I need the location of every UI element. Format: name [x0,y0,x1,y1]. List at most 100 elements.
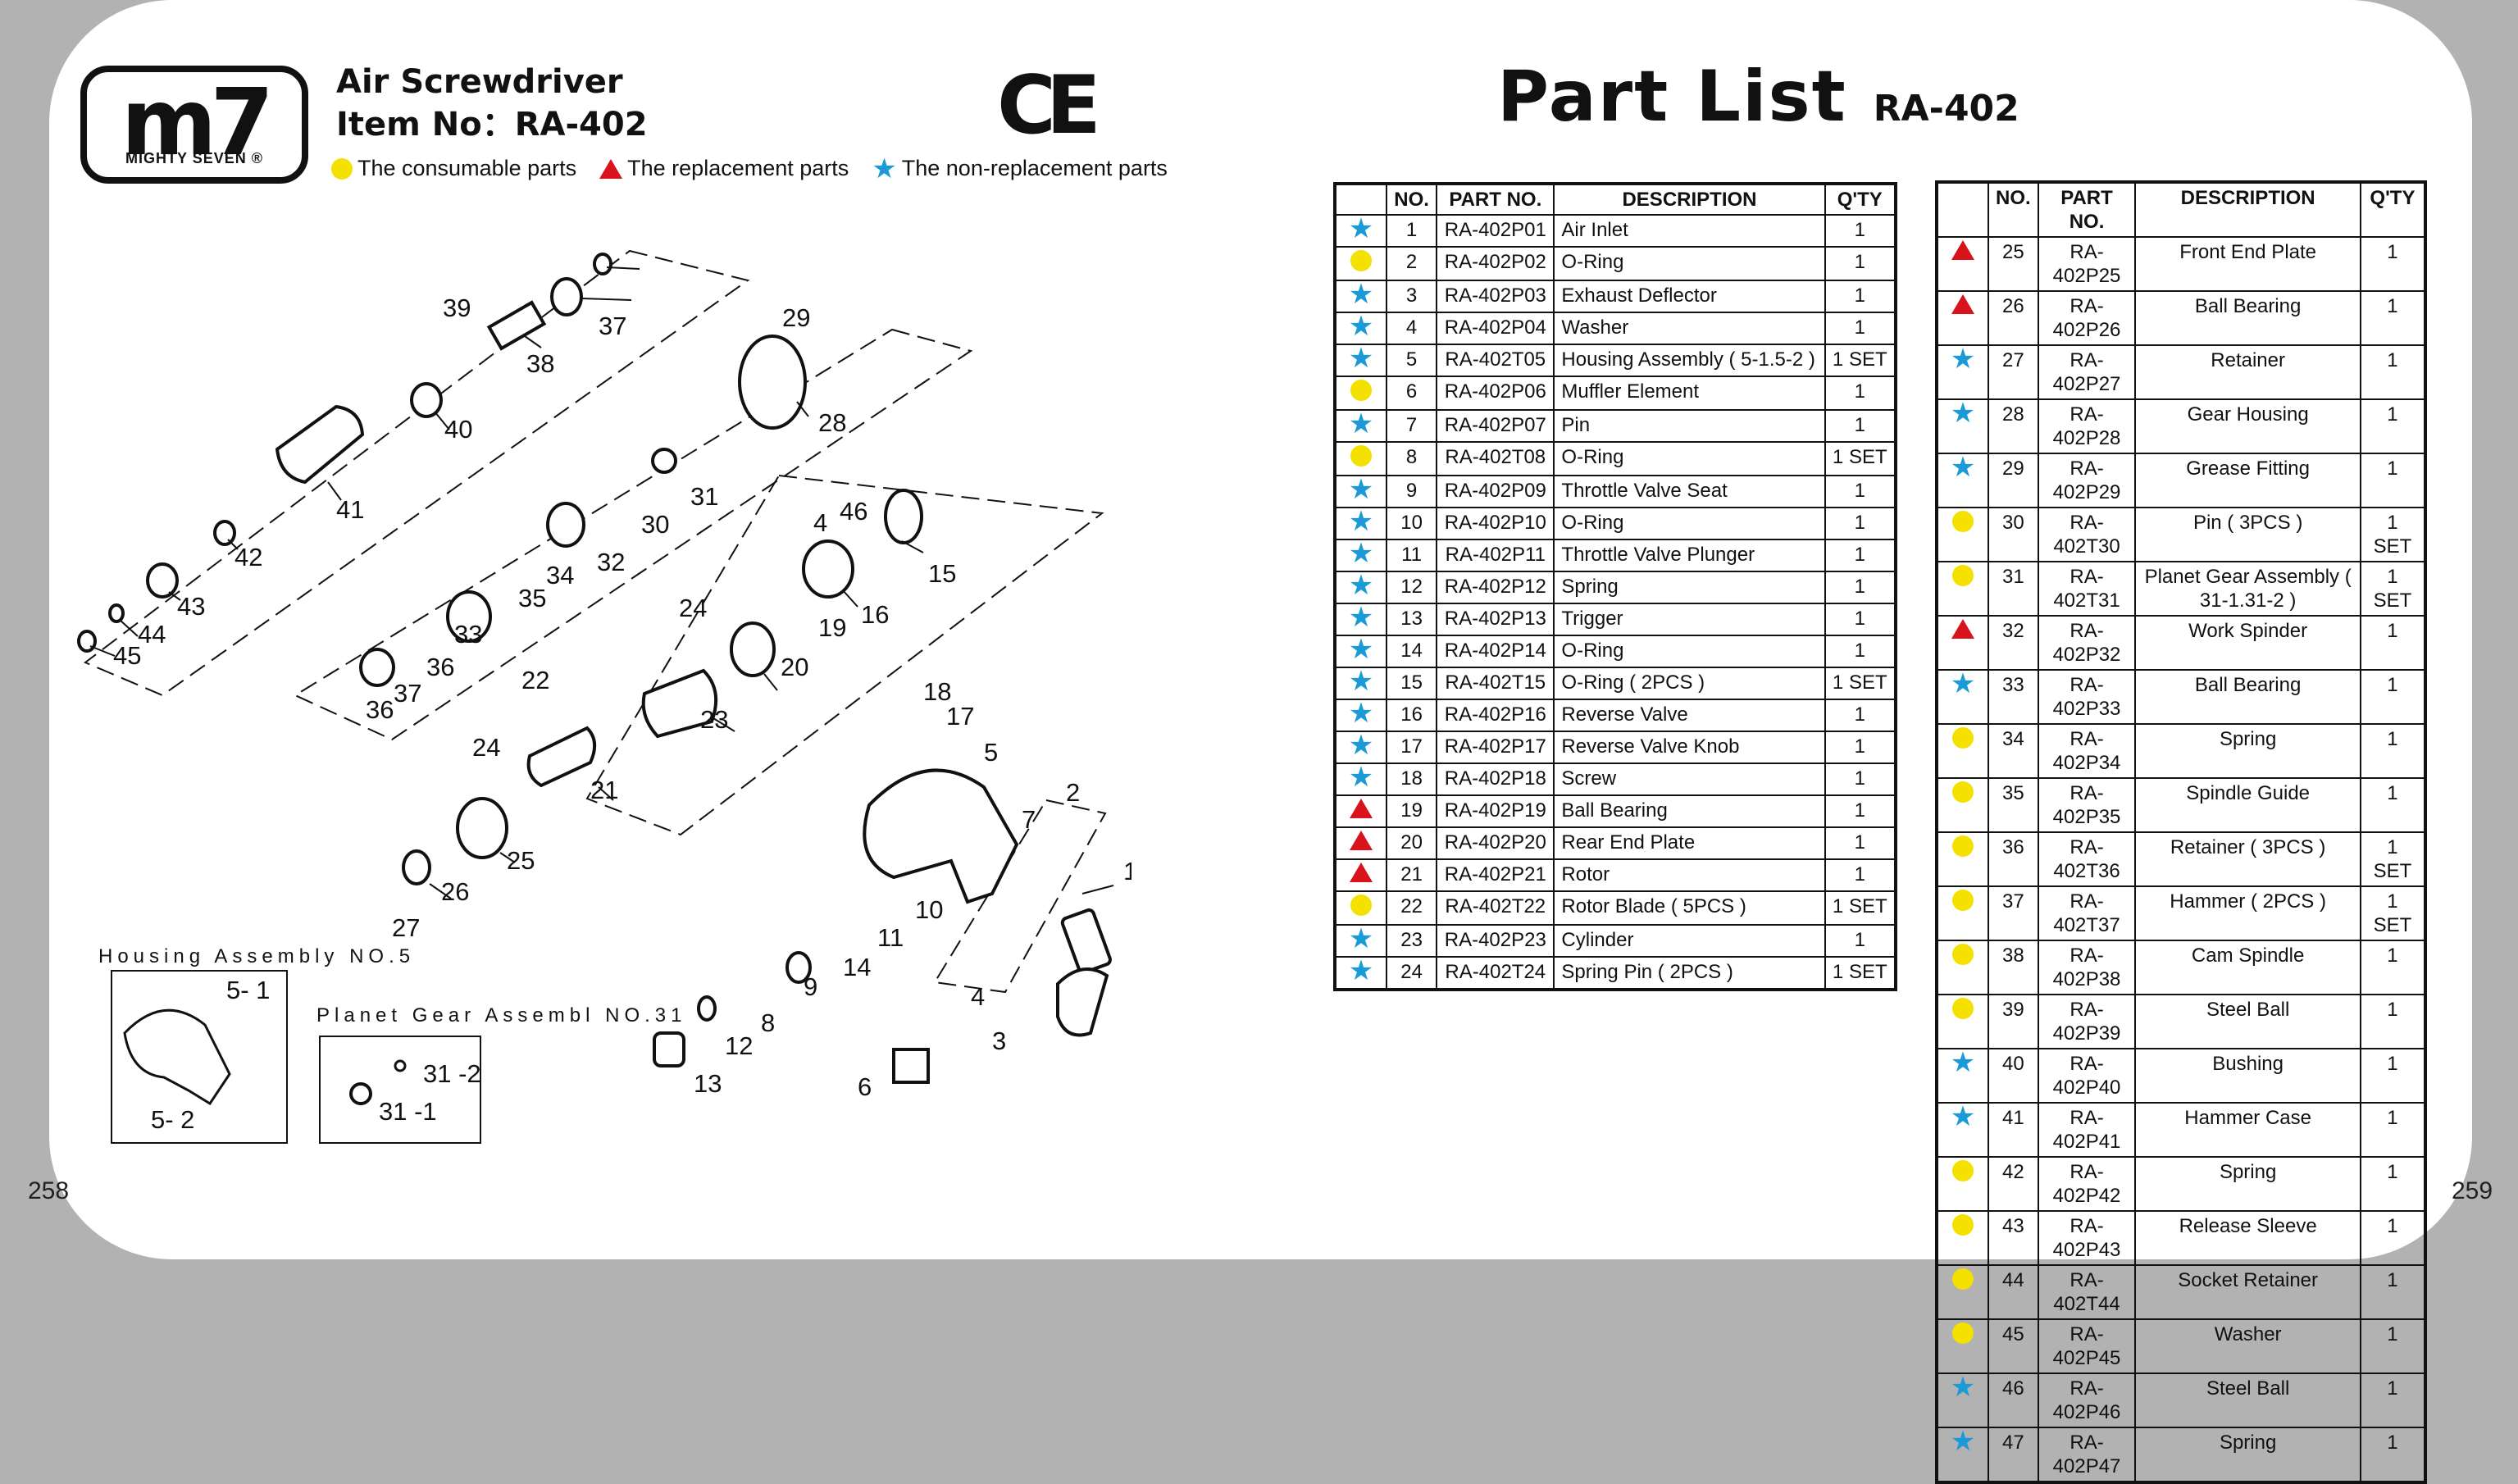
part-number-index: 40 [1988,1048,2039,1104]
diagram-callouts: 1 2 3 4 4 5 6 7 8 9 10 11 12 13 14 15 16… [113,294,1132,1101]
part-quantity: 1 SET [1824,890,1897,926]
mark-cell [1334,441,1387,476]
callout: 42 [234,543,262,571]
logo-mark: m7 [121,70,275,176]
brand-logo: m7 MIGHTY SEVEN ® [80,66,308,184]
part-description: Washer [1553,312,1826,345]
ce-mark: CE [997,59,1101,152]
part-number-index: 13 [1385,603,1438,636]
part-number-index: 24 [1385,956,1438,990]
mark-cell: ★ [1334,213,1387,248]
part-description: O-Ring ( 2PCS ) [1553,667,1826,700]
mark-cell [1334,246,1387,281]
mark-cell: ★ [1334,571,1387,604]
part-description: O-Ring [1553,635,1826,668]
part-description: Retainer ( 3PCS ) [2134,831,2361,887]
blue-star-icon: ★ [1348,213,1374,244]
yellow-dot-icon [331,157,353,180]
part-quantity: 1 [2359,1210,2427,1266]
callout: 36 [366,695,394,724]
inset-label: Planet Gear Assembl NO.31 [316,1004,686,1027]
callout: 23 [700,705,728,734]
part-number: RA-402P45 [2037,1318,2137,1374]
blue-star-icon: ★ [1348,538,1374,569]
part-quantity: 1 [2359,1372,2427,1428]
callout: 6 [858,1072,872,1101]
part-quantity: 1 [1824,699,1897,732]
part-quantity: 1 [1824,409,1897,443]
part-number-index: 16 [1385,699,1438,732]
legend-label: The non-replacement parts [901,156,1168,180]
part-number-index: 3 [1385,280,1438,313]
part-number-index: 2 [1385,246,1438,281]
yellow-dot-icon [1350,250,1372,271]
inset-callout: 5- 1 [226,976,270,1004]
blue-star-icon: ★ [1348,923,1374,954]
blue-star-icon: ★ [1348,955,1374,986]
part-quantity: 1 [2359,777,2427,833]
part-number-index: 14 [1385,635,1438,668]
part-44-socket-retainer [108,603,125,623]
part-number-index: 8 [1385,441,1438,476]
blue-star-icon: ★ [872,152,897,184]
part-description: Spring [2134,1427,2361,1483]
part-number-index: 10 [1385,507,1438,540]
mark-cell: ★ [1334,731,1387,764]
part-description: Hammer Case [2134,1102,2361,1158]
part-number-index: 19 [1385,794,1438,828]
yellow-dot-icon [1952,998,1974,1019]
callout: 21 [590,776,618,804]
part-number: RA-402P46 [2037,1372,2137,1428]
part-quantity: 1 [2359,398,2427,454]
part-number: RA-402T36 [2037,831,2137,887]
red-triangle-icon [599,158,623,179]
blue-star-icon: ★ [1348,634,1374,665]
part-quantity: 1 [1824,762,1897,796]
callout: 10 [915,895,943,924]
legend: The consumable parts The replacement par… [331,152,1191,184]
part-description: Pin [1553,409,1826,443]
part-quantity: 1 [2359,453,2427,508]
blue-star-icon: ★ [1348,279,1374,310]
mark-cell: ★ [1334,667,1387,700]
part-number-index: 7 [1385,409,1438,443]
part-38-cam-spindle [486,300,547,351]
mark-cell [1936,723,1989,779]
part-number: RA-402P33 [2037,669,2137,725]
part-description: Muffler Element [1553,376,1826,411]
part-quantity: 1 [2359,669,2427,725]
red-triangle-icon [1350,863,1373,882]
part-description: Work Spinder [2134,615,2361,671]
part-45-washer [77,630,97,653]
part-quantity: 1 [2359,344,2427,400]
callout: 35 [518,584,546,612]
part-description: Spring Pin ( 2PCS ) [1553,956,1826,990]
blue-star-icon: ★ [1348,602,1374,633]
part-41-hammer-case [275,404,365,485]
part-12-spring [697,995,717,1022]
blue-star-icon: ★ [1950,1047,1976,1078]
part-number: RA-402T05 [1436,344,1555,377]
part-number-index: 35 [1988,777,2039,833]
part-quantity: 1 SET [2359,507,2427,562]
blue-star-icon: ★ [1348,474,1374,505]
callout: 5 [984,738,998,767]
callout: 28 [818,408,846,437]
part-33-ball-bearing [446,590,492,643]
callout: 14 [843,953,871,981]
part-number-index: 32 [1988,615,2039,671]
part-number: RA-402T15 [1436,667,1555,700]
mark-cell: ★ [1936,453,1989,508]
